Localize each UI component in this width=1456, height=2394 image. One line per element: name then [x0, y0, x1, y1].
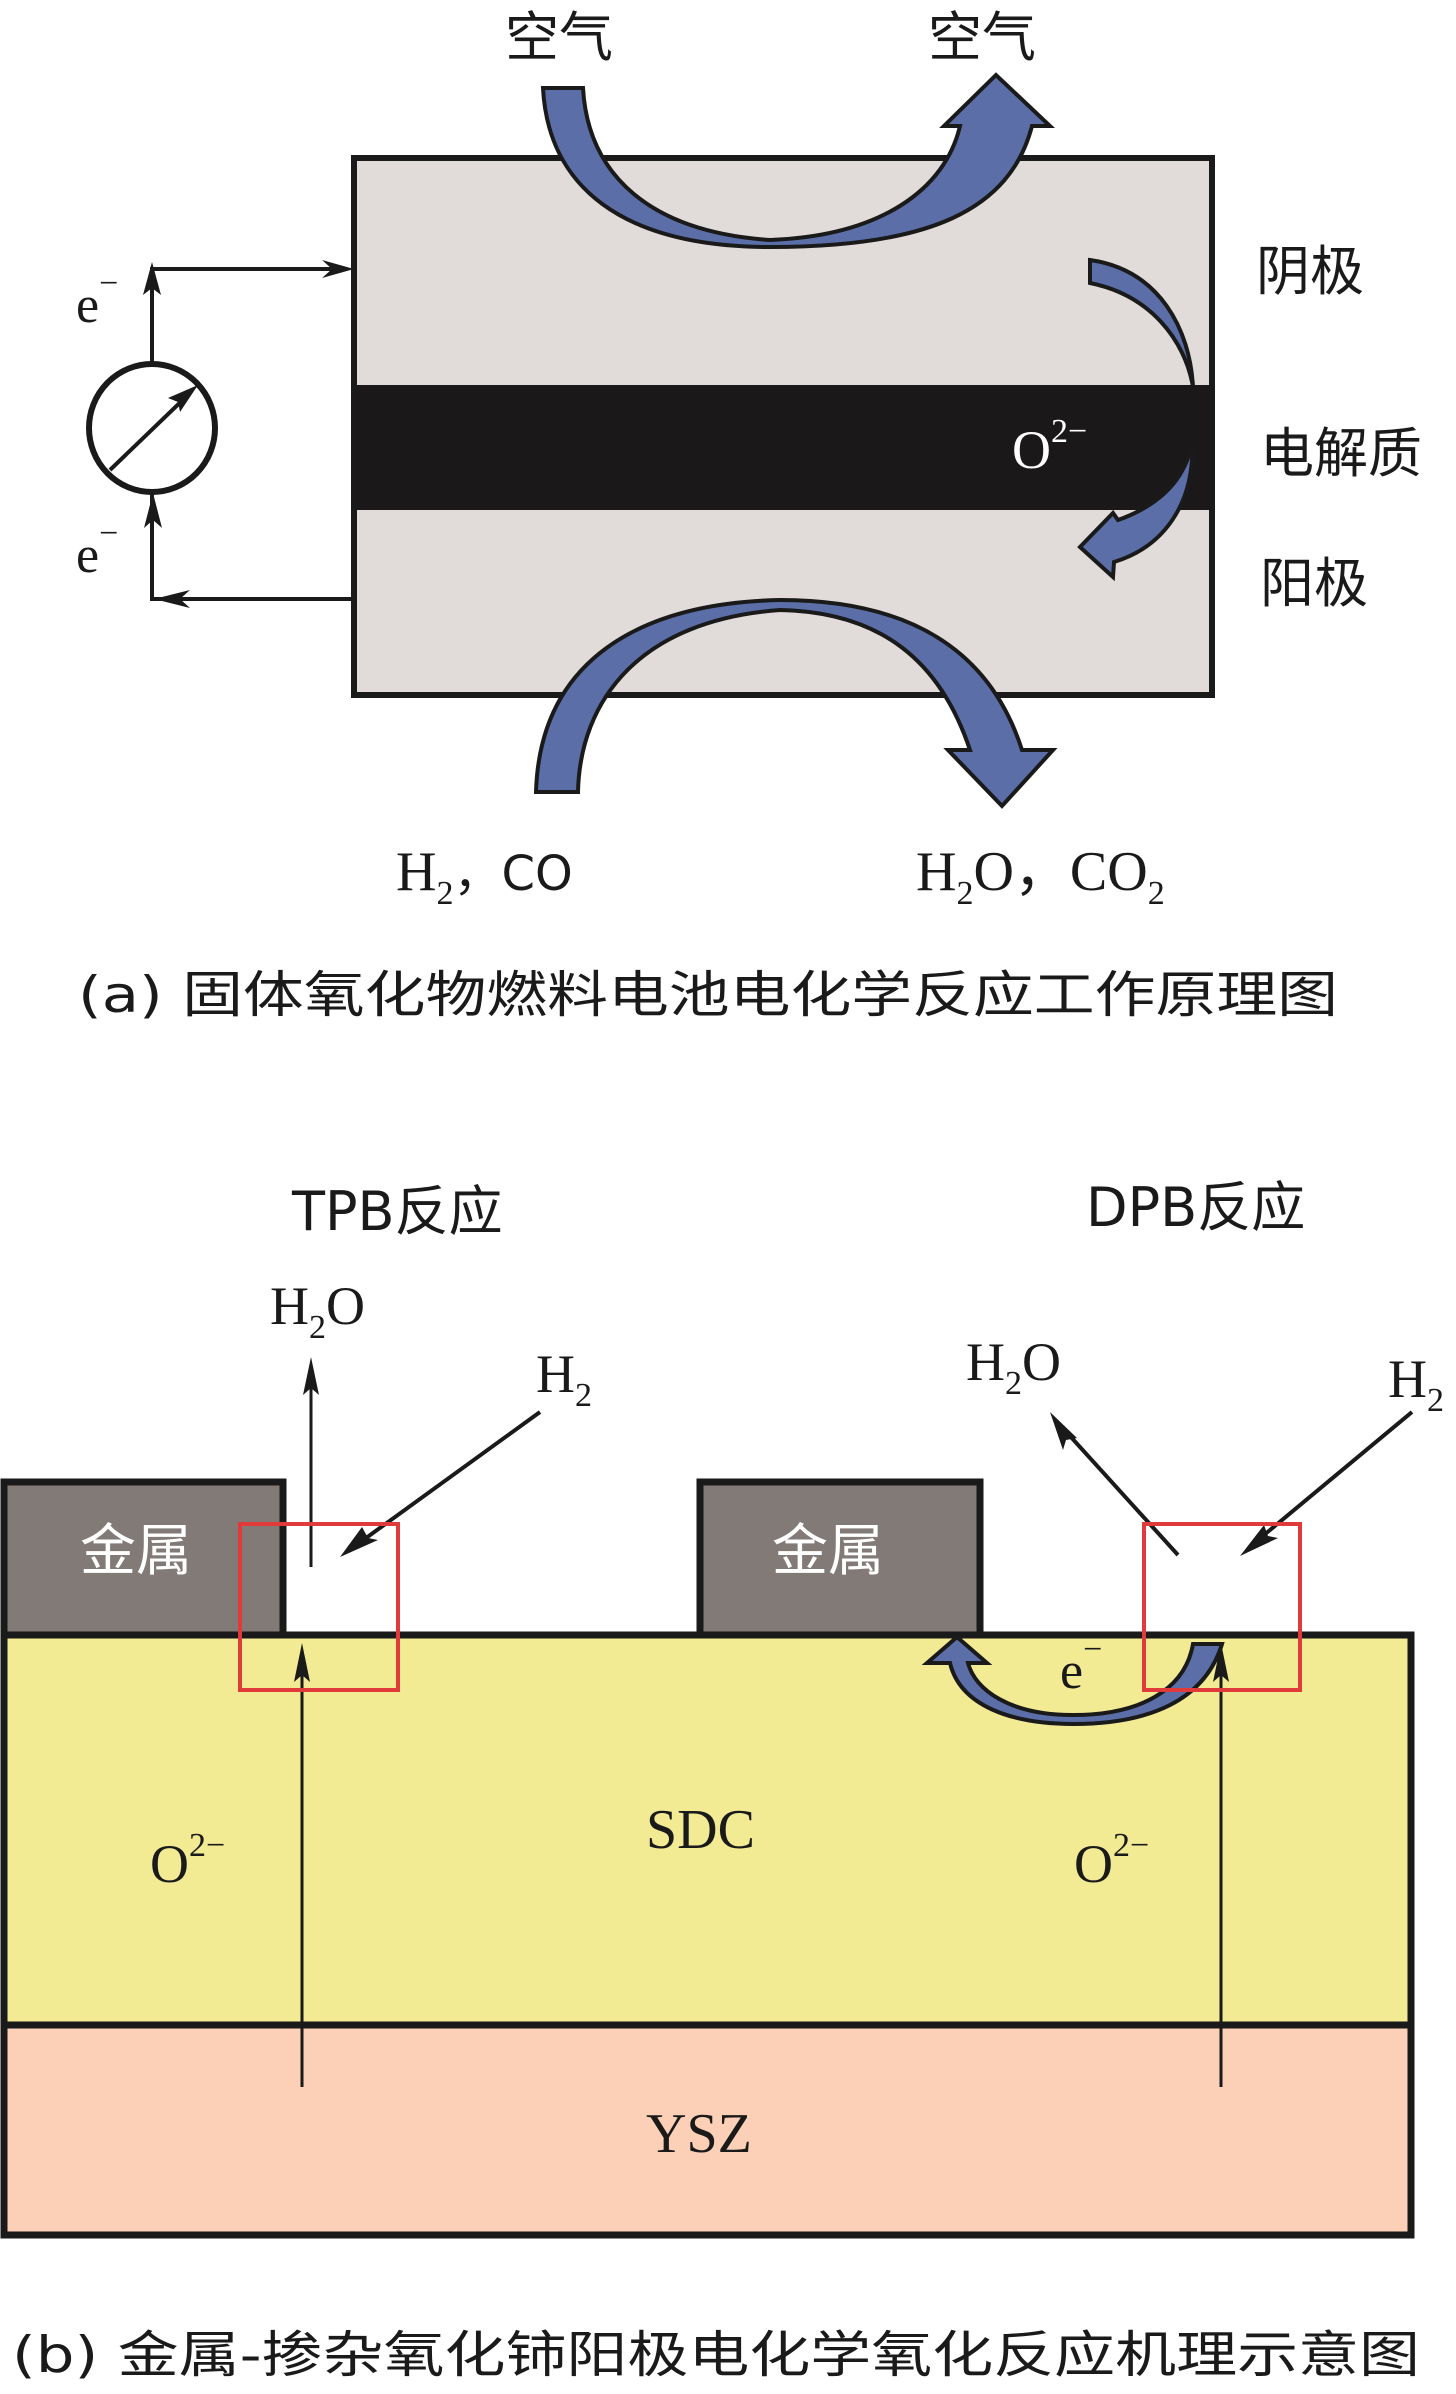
sdc-label: SDC	[646, 1799, 755, 1861]
caption-b: (b) 金属-掺杂氧化铈阳极电化学氧化反应机理示意图	[12, 2326, 1420, 2384]
panel-a: e− e− O2− 空气 空气 阴极 电解质 阳极 H2，CO H2O，CO2 …	[76, 6, 1422, 1024]
ysz-layer	[0, 2021, 1415, 2239]
electron-transfer-arrow	[921, 1634, 1225, 1727]
air-in-label: 空气	[505, 6, 613, 69]
electron-label-bottom: e−	[76, 515, 118, 584]
arrowhead	[340, 1527, 378, 1557]
dpb-hydrogen-label: H2	[1388, 1349, 1444, 1419]
tpb-hydrogen-label: H2	[536, 1344, 592, 1414]
electrolyte-label: 电解质	[1260, 422, 1422, 485]
arrowhead-right	[322, 260, 354, 278]
arrowhead-up-bottom	[144, 493, 162, 528]
anode-label: 阳极	[1260, 552, 1368, 615]
electron-label: e−	[1060, 1631, 1102, 1700]
ammeter-icon	[86, 361, 218, 495]
oxygen-ion-label-right: O2−	[1074, 1827, 1149, 1894]
dpb-title: DPB反应	[1086, 1176, 1305, 1239]
circuit-wire-bottom	[150, 492, 354, 601]
air-flow-arrow	[540, 72, 1056, 250]
dpb-water-label: H2O	[966, 1332, 1061, 1402]
oxygen-ion-arrow-lower	[1077, 442, 1195, 582]
metal-particle-right	[696, 1478, 984, 1639]
arrowhead	[1240, 1525, 1278, 1556]
metal-label-left: 金属	[80, 1519, 192, 1584]
arrowhead-left	[154, 590, 190, 608]
arrowhead	[1213, 1643, 1229, 1682]
electrolyte-layer	[354, 385, 1212, 510]
circuit-wire-top	[150, 267, 345, 364]
fuel-out-label: H2O，CO2	[916, 841, 1165, 912]
cathode-label: 阴极	[1256, 240, 1364, 303]
metal-particle-left	[0, 1478, 287, 1639]
fuel-flow-arrow	[533, 597, 1058, 809]
oxygen-ion-label: O2−	[1012, 413, 1087, 480]
oxygen-ion-label-left: O2−	[150, 1827, 225, 1894]
dpb-water-arrow	[1058, 1423, 1180, 1557]
tpb-title: TPB反应	[291, 1180, 503, 1243]
arrowhead	[303, 1357, 319, 1395]
oxygen-ion-arrow-upper	[1088, 257, 1195, 388]
arrowhead	[294, 1643, 310, 1682]
air-out-label: 空气	[928, 6, 1036, 69]
caption-a: (a) 固体氧化物燃料电池电化学反应工作原理图	[78, 966, 1338, 1024]
ysz-label: YSZ	[646, 2103, 752, 2165]
electron-label-top: e−	[76, 265, 118, 334]
cathode-layer	[354, 158, 1212, 386]
metal-label-right: 金属	[772, 1519, 884, 1584]
arrowhead-up-top	[143, 262, 161, 295]
dpb-highlight-box	[1142, 1522, 1302, 1692]
fuel-in-label: H2，CO	[396, 841, 573, 912]
arrowhead	[1050, 1412, 1077, 1450]
tpb-water-label: H2O	[270, 1276, 365, 1346]
tpb-highlight-box	[238, 1522, 400, 1692]
cell-outline	[351, 155, 1215, 698]
panel-b: 金属 金属 TPB反应 DPB反应 H2O H2 H2O H2 e− SDC Y…	[0, 1176, 1444, 2384]
